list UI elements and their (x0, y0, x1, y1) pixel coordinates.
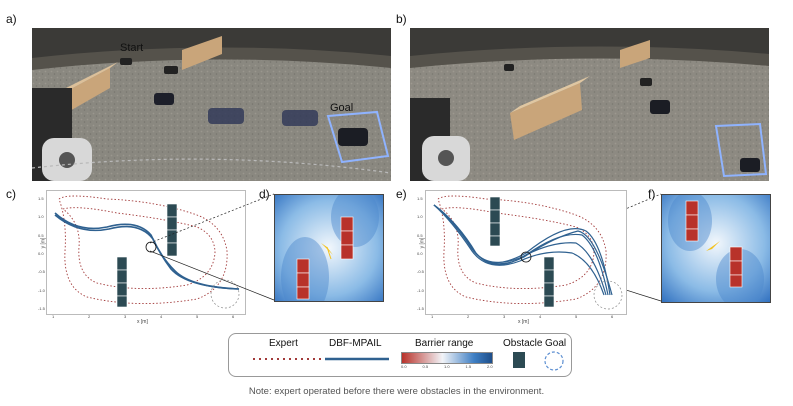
colorbar-tick-label: 1.5 (465, 364, 472, 369)
x-tick-label: 5 (575, 314, 578, 319)
legend-barrier-label: Barrier range (415, 338, 474, 349)
y-tick-label: -1.0 (38, 287, 45, 293)
footnote: Note: expert operated before there were … (248, 386, 545, 397)
x-tick-label: 2 (467, 314, 470, 319)
y-tick-label: -1.0 (417, 287, 424, 293)
obstacles (116, 203, 178, 308)
panel-label-e: e) (396, 187, 407, 201)
goal-circle (210, 279, 240, 309)
y-tick-label: 1.0 (417, 214, 423, 220)
agent-heading-icon (321, 243, 333, 255)
expert-trajectories (437, 195, 607, 304)
x-tick-label: 3 (503, 314, 506, 319)
y-tick-label: 0.0 (417, 251, 423, 256)
xlabel-e: x [m] (518, 319, 529, 325)
panel-label-f: f) (648, 187, 656, 201)
goal-label: Goal (330, 102, 354, 114)
zoom-marker (145, 241, 157, 253)
rc-cars (504, 64, 670, 114)
rc-cars (120, 58, 368, 146)
x-tick-label: 3 (124, 314, 127, 319)
agent-heading-icon (706, 241, 720, 251)
x-tick-label: 1 (431, 314, 434, 319)
legend-expert-label: Expert (269, 338, 298, 349)
legend-goal-label: Goal (545, 338, 567, 349)
x-tick-label: 5 (196, 314, 199, 319)
colorbar-tick-label: 2.0 (487, 364, 493, 369)
photo-b (410, 28, 769, 181)
expert-trajectories (58, 195, 228, 304)
legend-obstacle-swatch (513, 352, 525, 368)
x-tick-label: 6 (232, 314, 235, 319)
colorbar-tick-label: 1.0 (444, 364, 450, 369)
legend-policy-swatch (325, 357, 389, 361)
trajectory-plot-c: x [m] (46, 190, 246, 325)
y-tick-label: 0.0 (38, 251, 44, 256)
robot-arm (410, 98, 470, 181)
y-tick-label: 0.5 (38, 232, 44, 238)
legend-expert-swatch (253, 358, 323, 360)
y-tick-label: -0.5 (38, 269, 45, 275)
colorbar-tick-label: 0.0 (401, 364, 407, 369)
barrier-heatmap-d (274, 194, 384, 302)
legend-obstacle-label: Obstacle (503, 338, 543, 349)
x-tick-label: 2 (88, 314, 91, 319)
barrier-obstacles (685, 200, 743, 288)
xlabel-c: x [m] (137, 319, 148, 325)
x-tick-label: 6 (611, 314, 614, 319)
goal-region (326, 110, 390, 164)
photo-a: Start Goal (32, 28, 391, 181)
cardboard-boxes (510, 40, 650, 140)
barrier-obstacles (296, 216, 354, 300)
goal-circle (593, 280, 623, 310)
y-tick-label: -0.5 (417, 269, 424, 275)
barrier-heatmap-f (661, 194, 771, 303)
x-tick-label: 1 (52, 314, 55, 319)
x-tick-label: 4 (160, 314, 163, 319)
obstacles (489, 196, 555, 308)
legend: Expert DBF-MPAIL Barrier range 0.0 0.5 1.0… (228, 333, 572, 377)
colorbar-tick-label: 0.5 (422, 364, 429, 369)
goal-region (714, 122, 768, 178)
y-tick-label: 1.0 (38, 214, 44, 220)
panel-label-d: d) (259, 187, 270, 201)
y-tick-label: -1.5 (417, 306, 424, 311)
y-tick-label: 1.5 (417, 196, 423, 201)
panel-label-c: c) (6, 187, 16, 201)
x-tick-label: 4 (539, 314, 542, 319)
y-tick-label: 1.5 (38, 196, 44, 201)
trajectory-plot-e: x [m] (425, 190, 627, 325)
zoom-marker (520, 251, 532, 263)
policy-trajectories (54, 212, 240, 290)
start-label: Start (120, 42, 144, 54)
barrier-colorbar (401, 352, 493, 364)
panel-label-b: b) (396, 12, 407, 26)
ylabel-e: y [m] (419, 237, 426, 249)
legend-policy-label: DBF-MPAIL (329, 338, 382, 349)
y-tick-label: 0.5 (417, 232, 423, 238)
y-tick-label: -1.5 (38, 306, 45, 311)
policy-trajectories (433, 204, 613, 296)
legend-goal-swatch (544, 351, 564, 371)
panel-label-a: a) (6, 12, 17, 26)
